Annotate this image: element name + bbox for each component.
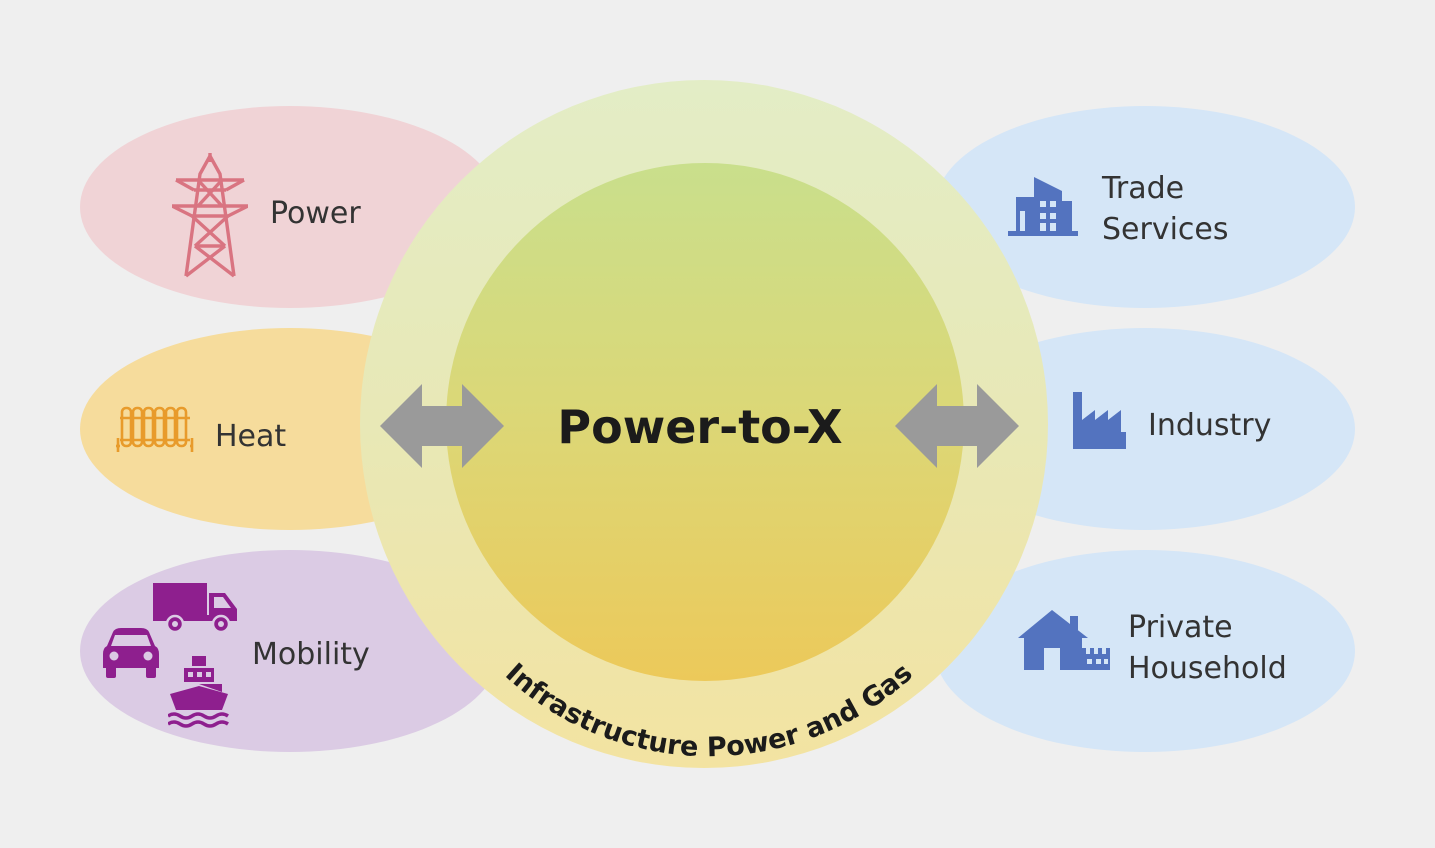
trade-label-line2: Services (1102, 212, 1229, 247)
ring-label: Infrastructure Power and Gas (499, 658, 918, 764)
power-label: Power (270, 196, 361, 231)
right-double-arrow-icon (895, 384, 1019, 468)
power-to-x-core (446, 163, 964, 681)
factory-icon (1073, 392, 1126, 449)
trade-label-line1: Trade (1102, 171, 1185, 206)
office-building-icon (1008, 177, 1078, 236)
household-label-line2: Household (1128, 651, 1287, 686)
left-double-arrow-icon (380, 384, 504, 468)
truck-icon (153, 583, 237, 633)
ship-icon (168, 656, 229, 728)
heat-label: Heat (215, 419, 287, 454)
center-title: Power-to-X (557, 400, 843, 454)
house-icon (1018, 610, 1110, 670)
car-icon (103, 628, 159, 678)
power-pylon-icon (172, 153, 248, 278)
mobility-label: Mobility (252, 637, 370, 672)
radiator-icon (116, 406, 194, 452)
household-label-line1: Private (1128, 610, 1233, 645)
industry-label: Industry (1148, 408, 1272, 443)
